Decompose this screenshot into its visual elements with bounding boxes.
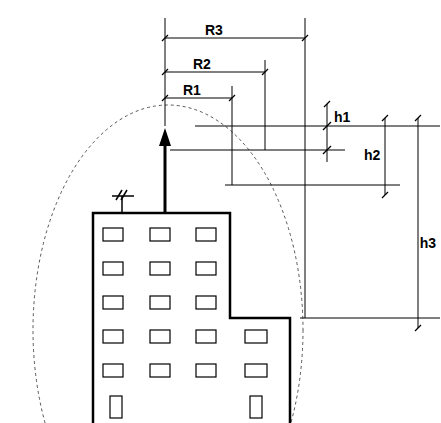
building-outline [93, 213, 290, 423]
windows [103, 228, 267, 377]
dimension-label: h1 [333, 110, 351, 124]
dimension-lines [165, 18, 440, 328]
dimension-label: R2 [192, 57, 212, 71]
dimension-label: h3 [419, 236, 437, 250]
protection-zone [33, 105, 303, 423]
antenna [112, 190, 134, 213]
dimension-label: R3 [204, 23, 224, 37]
dimension-label: R1 [182, 83, 202, 97]
dimension-label: h2 [363, 148, 381, 162]
lightning-rod [164, 144, 167, 213]
